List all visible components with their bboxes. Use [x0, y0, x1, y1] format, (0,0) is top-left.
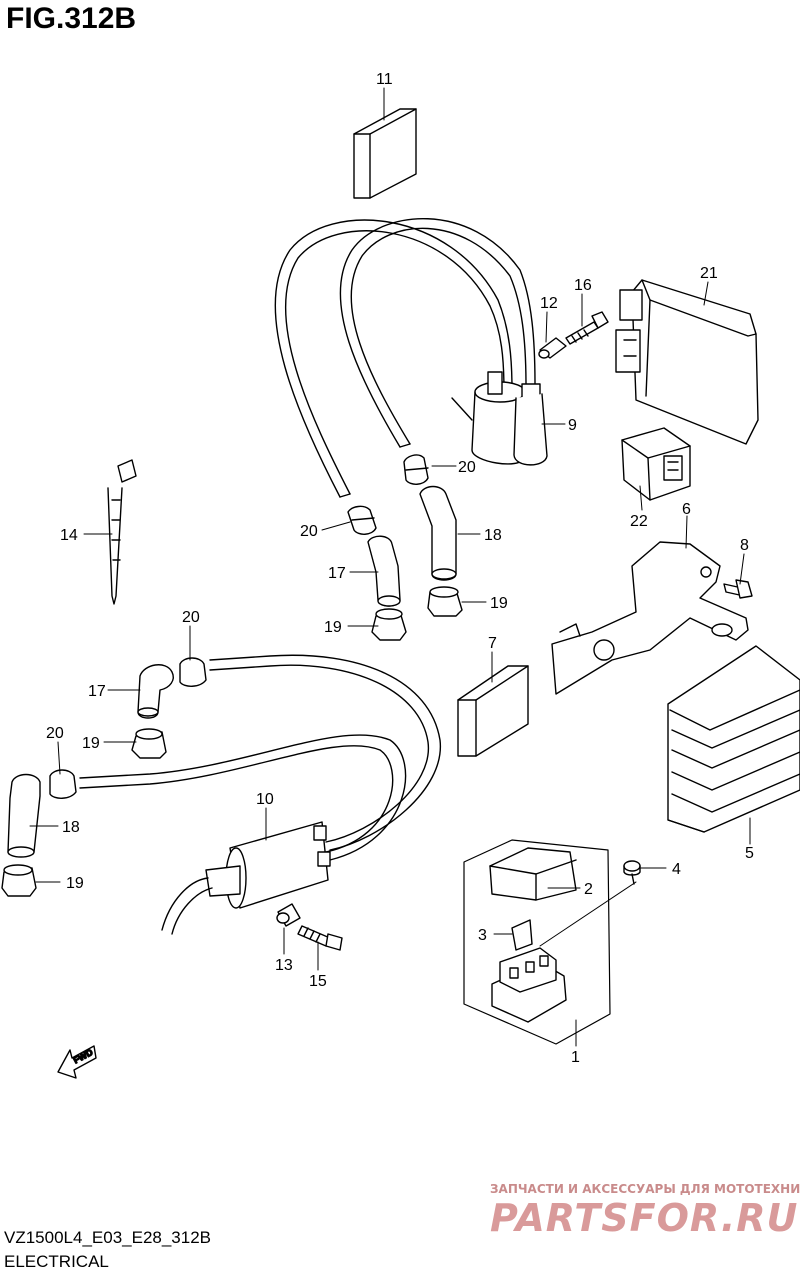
callout-17b: 17: [88, 683, 106, 700]
watermark-logo: PARTSFOR.RU: [490, 1196, 799, 1240]
footer-model-code: VZ1500L4_E03_E28_312B: [4, 1228, 212, 1247]
part-19-boot-front-b[interactable]: [1, 864, 37, 897]
callout-20a: 20: [458, 459, 476, 476]
callout-8: 8: [740, 537, 749, 554]
callout-10: 10: [256, 791, 274, 808]
callout-20d: 20: [46, 725, 64, 742]
callout-19d: 19: [66, 875, 84, 892]
callout-1: 1: [571, 1049, 580, 1066]
footer-section: ELECTRICAL: [4, 1252, 109, 1271]
part-18-plug-cap-front[interactable]: [7, 773, 41, 858]
callout-12: 12: [540, 295, 558, 312]
callout-labels: 11 12 16 21 9 20 20 18 17 19 19 14 22 6 …: [46, 71, 754, 1066]
part-17-plug-cap-front[interactable]: [137, 664, 174, 719]
part-1-starter-relay[interactable]: [491, 947, 567, 1023]
callout-19c: 19: [82, 735, 100, 752]
part-8-screw[interactable]: [723, 579, 753, 599]
part-3-fuse[interactable]: [511, 919, 533, 951]
callout-13: 13: [275, 957, 293, 974]
callout-18b: 18: [62, 819, 80, 836]
callout-15: 15: [309, 973, 327, 990]
watermark-tagline: ЗАПЧАСТИ И АКСЕССУАРЫ ДЛЯ МОТОТЕХНИКИ: [490, 1182, 800, 1196]
callout-21: 21: [700, 265, 718, 282]
part-4-screw[interactable]: [623, 860, 641, 885]
part-15-bolt[interactable]: [297, 925, 343, 951]
callout-5: 5: [745, 845, 754, 862]
part-20-cap-rear-a[interactable]: [403, 454, 429, 485]
fwd-arrow-icon: FWD: [57, 1045, 97, 1079]
part-21-ecm[interactable]: [615, 279, 759, 445]
part-7-sheet[interactable]: [457, 665, 529, 757]
part-10-ignition-coil-front[interactable]: [79, 654, 441, 935]
part-12-sleeve[interactable]: [538, 337, 567, 359]
part-20-cap-rear-b[interactable]: [347, 505, 377, 535]
callout-4: 4: [672, 861, 681, 878]
callout-22: 22: [630, 513, 648, 530]
part-20-cap-front-b[interactable]: [49, 769, 77, 799]
callout-3: 3: [478, 927, 487, 944]
callout-2: 2: [584, 881, 593, 898]
part-2-cover[interactable]: [489, 847, 577, 901]
part-22-relay[interactable]: [621, 427, 691, 501]
part-16-bolt[interactable]: [565, 311, 609, 345]
part-1-starter-relay-group[interactable]: [463, 839, 611, 1045]
part-6-bracket[interactable]: [551, 541, 749, 695]
callout-20c: 20: [182, 609, 200, 626]
part-20-cap-front-a[interactable]: [179, 657, 207, 687]
part-11-label[interactable]: [353, 108, 417, 199]
callout-9: 9: [568, 417, 577, 434]
callout-19b: 19: [324, 619, 342, 636]
part-19-boot-front-a[interactable]: [131, 728, 167, 759]
callout-17a: 17: [328, 565, 346, 582]
part-19-boot-rear-b[interactable]: [371, 608, 407, 641]
part-9-ignition-coil-rear[interactable]: [274, 218, 548, 498]
leader-lines: [29, 87, 751, 1047]
part-18-plug-cap-rear[interactable]: [419, 485, 457, 581]
callout-19a: 19: [490, 595, 508, 612]
callout-20b: 20: [300, 523, 318, 540]
part-5-regulator[interactable]: [667, 645, 800, 833]
part-17-plug-cap-rear[interactable]: [367, 535, 401, 607]
callout-18a: 18: [484, 527, 502, 544]
part-19-boot-rear-a[interactable]: [427, 586, 463, 617]
callout-16: 16: [574, 277, 592, 294]
callout-7: 7: [488, 635, 497, 652]
part-13-sleeve[interactable]: [276, 903, 301, 927]
callout-6: 6: [682, 501, 691, 518]
callout-14: 14: [60, 527, 78, 544]
figure-title: FIG.312B: [6, 2, 137, 35]
part-14-cable-tie[interactable]: [107, 459, 137, 605]
callout-11: 11: [376, 71, 393, 88]
